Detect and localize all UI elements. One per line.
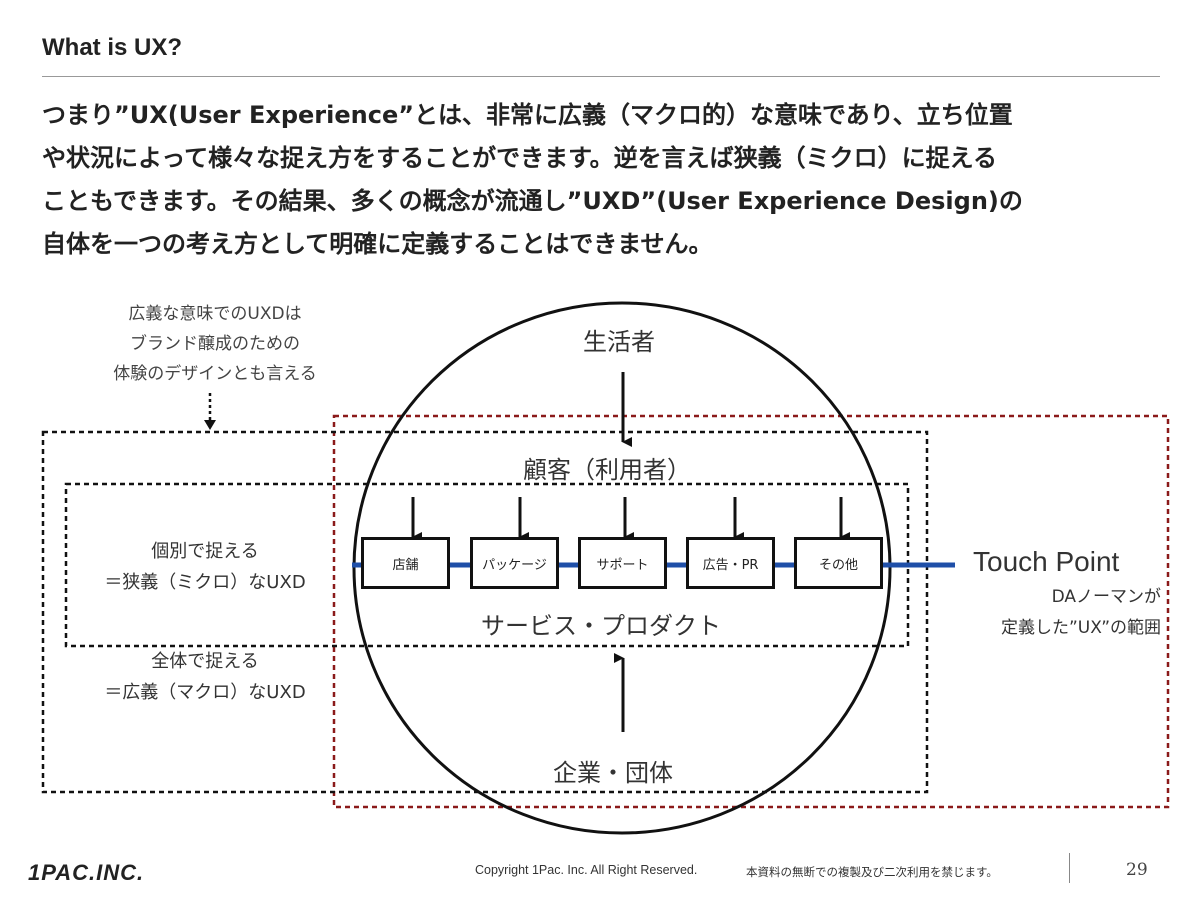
experience-circle <box>352 301 892 835</box>
da-norman-note: DAノーマンが 定義した”UX”の範囲 <box>958 582 1161 644</box>
narrow-uxd-label: 個別で捉える ＝狭義（ミクロ）なUXD <box>80 536 330 598</box>
caption-line: 体験のデザインとも言える <box>113 364 317 384</box>
lead-line: つまり”UX(User Experience”とは、非常に広義（マクロ的）な意味… <box>42 101 1013 129</box>
company-logo: 1PAC.INC. <box>28 860 145 885</box>
broad-uxd-box <box>41 430 929 794</box>
page-number: 29 <box>1126 860 1148 880</box>
customer-label: 顧客（利用者） <box>523 456 691 484</box>
copyright-text: Copyright 1Pac. Inc. All Right Reserved. <box>475 863 698 877</box>
lead-paragraph: つまり”UX(User Experience”とは、非常に広義（マクロ的）な意味… <box>42 94 1167 266</box>
company-label: 企業・団体 <box>553 759 673 787</box>
touch-point-support: サポート <box>578 537 667 589</box>
lead-line: 自体を一つの考え方として明確に定義することはできません。 <box>42 230 713 258</box>
footer-divider <box>1069 853 1070 883</box>
caption-line: 広義な意味でのUXDは <box>128 304 302 324</box>
note-line: DAノーマンが <box>958 582 1161 613</box>
broad-line: ＝広義（マクロ）なUXD <box>104 682 306 703</box>
lead-line: や状況によって様々な捉え方をすることができます。逆を言えば狭義（ミクロ）に捉える <box>42 144 997 172</box>
title-divider <box>42 76 1160 77</box>
touch-point-label: Touch Point <box>973 546 1120 577</box>
touch-point-package: パッケージ <box>470 537 559 589</box>
touch-point-store: 店舗 <box>361 537 450 589</box>
broad-uxd-label: 全体で捉える ＝広義（マクロ）なUXD <box>80 646 330 708</box>
consumer-label: 生活者 <box>583 328 655 356</box>
service-product-label: サービス・プロダクト <box>481 612 721 640</box>
caption-line: ブランド醸成のための <box>130 334 300 354</box>
page-title: What is UX? <box>42 34 183 61</box>
touch-point-ad-pr: 広告・PR <box>686 537 775 589</box>
narrow-line: ＝狭義（ミクロ）なUXD <box>104 572 306 593</box>
broad-line: 全体で捉える <box>151 651 259 672</box>
touch-point-other: その他 <box>794 537 883 589</box>
note-line: 定義した”UX”の範囲 <box>958 613 1161 644</box>
caption-pointer-head <box>204 420 216 430</box>
usage-notice: 本資料の無断での複製及び二次利用を禁じます。 <box>746 865 998 879</box>
broad-uxd-caption: 広義な意味でのUXDは ブランド醸成のための 体験のデザインとも言える <box>80 299 350 389</box>
lead-line: こともできます。その結果、多くの概念が流通し”UXD”(User Experie… <box>42 187 1023 215</box>
narrow-line: 個別で捉える <box>151 541 259 562</box>
da-norman-ux-box <box>332 414 1170 809</box>
